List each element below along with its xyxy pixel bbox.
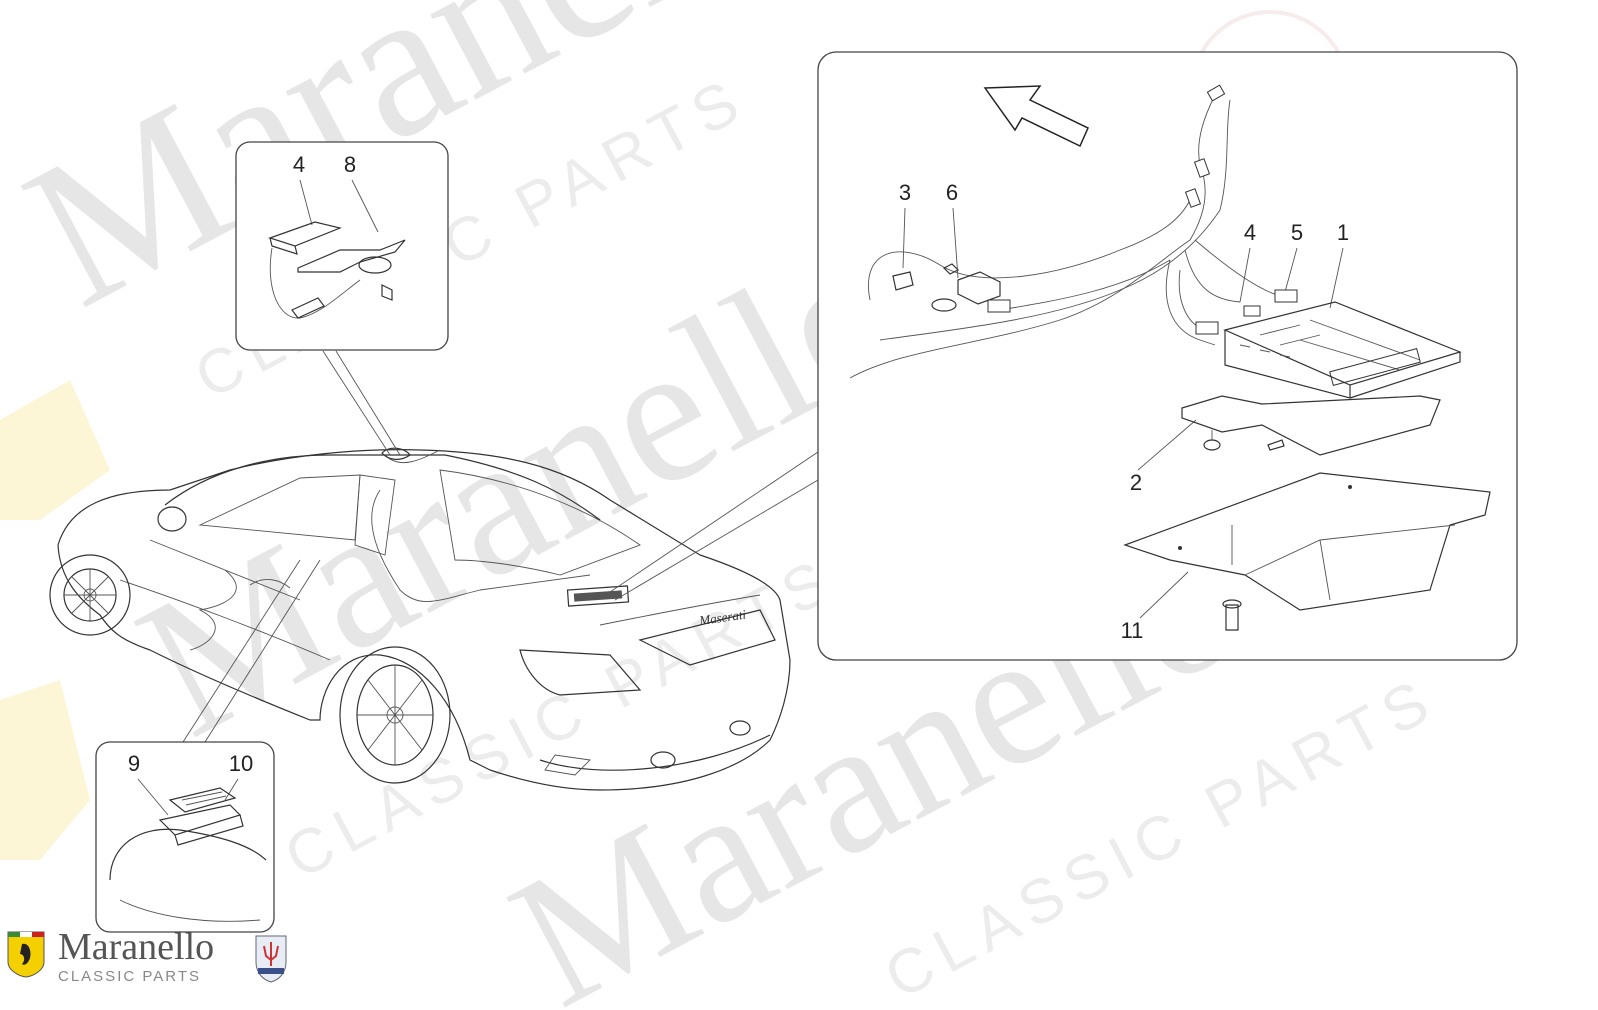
logo-subtitle: CLASSIC PARTS xyxy=(58,968,201,985)
main-panel-frame xyxy=(817,51,1518,661)
direction-arrow-icon xyxy=(983,85,1089,148)
callout-4-inset: 4 xyxy=(293,152,305,177)
callout-6: 6 xyxy=(946,180,958,205)
callout-9-inset: 9 xyxy=(128,751,140,776)
car-illustration: Maserati xyxy=(49,447,791,791)
maserati-badge xyxy=(252,932,290,984)
logo-name: Maranello xyxy=(58,926,215,968)
callout-1: 1 xyxy=(1337,220,1349,245)
head-unit xyxy=(1223,301,1462,399)
inset-remote-frame xyxy=(95,741,275,933)
main-detail-panel: 3 6 4 5 1 2 11 xyxy=(817,51,1518,661)
callout-8-inset: 8 xyxy=(344,152,356,177)
logo-wordmark: Maranello CLASSIC PARTS xyxy=(58,928,214,985)
tray xyxy=(1123,472,1491,631)
callout-4: 4 xyxy=(1244,220,1256,245)
ferrari-shield-icon xyxy=(7,931,45,978)
callout-5: 5 xyxy=(1291,220,1303,245)
inset-antenna: 4 8 xyxy=(235,141,449,351)
inset-remote: 9 10 xyxy=(95,741,275,933)
callout-3: 3 xyxy=(899,180,911,205)
callout-2: 2 xyxy=(1130,470,1142,495)
mounting-bracket xyxy=(1181,395,1441,456)
car-badge: Maserati xyxy=(697,607,747,629)
callout-11: 11 xyxy=(1121,618,1144,643)
leader-lines xyxy=(182,350,819,743)
callout-10-inset: 10 xyxy=(229,751,253,776)
inset-antenna-frame xyxy=(235,141,449,351)
maserati-trident-icon xyxy=(255,935,287,983)
brand-logo xyxy=(6,930,46,978)
